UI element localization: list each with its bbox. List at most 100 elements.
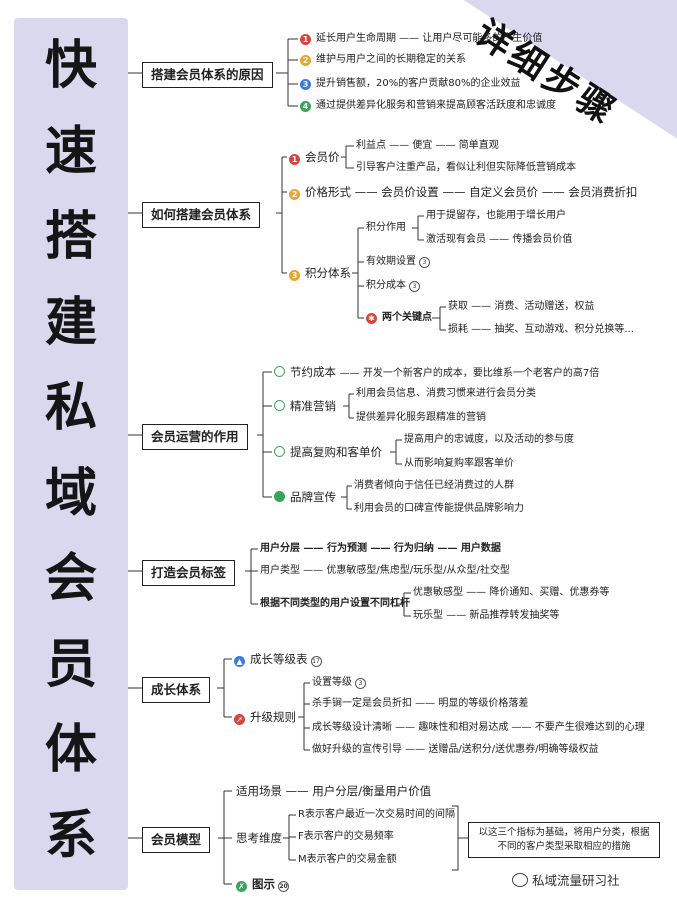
rocket-icon: ➚ bbox=[234, 714, 245, 725]
howto-value-c2: 引导客户注重产品，看似让利但实际降低营销成本 bbox=[356, 162, 576, 173]
ops-save: 节约成本 —— 开发一个新客户的成本，要比维系一个老客户的高7倍 bbox=[274, 365, 599, 381]
model-think-r: R表示客户最近一次交易时间的间隔 bbox=[298, 809, 455, 820]
model-scene: 适用场景 —— 用户分层/衡量用户价值 bbox=[236, 784, 432, 798]
note-count-icon[interactable]: 3 bbox=[355, 678, 366, 689]
side-title-char: 私 bbox=[44, 378, 97, 438]
watermark: 私域流量研习社 bbox=[512, 870, 620, 889]
pie-quarter-icon bbox=[274, 366, 285, 377]
upgrade-3: 成长等级设计清晰 —— 趣味性和相对易达成 —— 不要产生很难达到的心理 bbox=[312, 722, 645, 733]
howto-points: 3 积分体系 bbox=[289, 266, 351, 281]
ops-save-text: —— 开发一个新客户的成本，要比维系一个老客户的高7倍 bbox=[339, 368, 600, 379]
wechat-icon bbox=[512, 873, 528, 887]
section-model-title: 会员模型 bbox=[142, 827, 211, 853]
star-icon: ✱ bbox=[366, 313, 377, 324]
howto-price-label: 价格形式 bbox=[305, 185, 351, 199]
number-4-icon: 4 bbox=[300, 101, 311, 112]
note-count-icon[interactable]: 3 bbox=[419, 257, 430, 268]
ops-raise-c1: 提高用户的忠诚度，以及活动的参与度 bbox=[404, 434, 574, 445]
pie-three-quarter-icon bbox=[274, 446, 285, 457]
number-2-icon: 2 bbox=[300, 55, 311, 66]
ops-save-label: 节约成本 bbox=[290, 365, 336, 379]
level-up-icon: ▲ bbox=[234, 656, 245, 667]
number-1-icon: 1 bbox=[300, 34, 311, 45]
section-ops-title: 会员运营的作用 bbox=[142, 424, 248, 450]
points-effect-1: 用于提留存，也能用于增长用户 bbox=[426, 210, 566, 221]
side-title-char: 系 bbox=[44, 805, 97, 866]
side-title-char: 体 bbox=[44, 720, 97, 780]
points-key: ✱ 两个关键点 bbox=[366, 311, 432, 325]
points-key-text: 两个关键点 bbox=[382, 312, 432, 323]
points-cost-text: 积分成本 bbox=[366, 280, 406, 291]
ops-brand-c1: 消费者倾向于信任已经消费过的人群 bbox=[354, 480, 514, 491]
ops-precise-label: 精准营销 bbox=[290, 399, 336, 413]
howto-value: 1 会员价 bbox=[289, 150, 340, 165]
reason-item-2: 2 维护与用户之间的长期稳定的关系 bbox=[300, 53, 466, 67]
ops-precise: 精准营销 bbox=[274, 399, 336, 413]
points-effect-2: 激活现有会员 —— 传播会员价值 bbox=[426, 234, 573, 245]
ops-brand-c2: 利用会员的口碑宣传能提供品牌影响力 bbox=[354, 503, 524, 514]
ops-raise-c2: 从而影响复购率跟客单价 bbox=[404, 458, 514, 469]
note-count-icon[interactable]: 17 bbox=[310, 656, 322, 667]
reason-item-3-text: 提升销售额，20%的客户贡献80%的企业效益 bbox=[316, 78, 521, 89]
ops-raise-label: 提高复购和客单价 bbox=[290, 445, 382, 459]
model-think-f: F表示客户的交易频率 bbox=[298, 831, 394, 842]
howto-value-label: 会员价 bbox=[305, 150, 340, 164]
reason-item-4: 4 通过提供差异化服务和营销来提高顾客活跃度和忠诚度 bbox=[300, 99, 556, 113]
tags-row-2: 用户类型 —— 优惠敏感型/焦虑型/玩乐型/从众型/社交型 bbox=[260, 564, 510, 578]
reason-item-1: 1 延长用户生命周期 —— 让用户尽可能多的产生价值 bbox=[300, 32, 542, 46]
growth-level-text: 成长等级表 bbox=[250, 652, 308, 666]
reason-item-4-text: 通过提供差异化服务和营销来提高顾客活跃度和忠诚度 bbox=[316, 100, 556, 111]
ops-precise-c1: 利用会员信息、消费习惯来进行会员分类 bbox=[356, 388, 536, 399]
chart-icon: ✗ bbox=[236, 881, 247, 892]
points-effect: 积分作用 bbox=[366, 222, 406, 233]
tags-row-3: 根据不同类型的用户设置不同杠杆 bbox=[260, 598, 410, 609]
side-title-char: 速 bbox=[44, 121, 97, 182]
number-2-icon: 2 bbox=[289, 189, 300, 200]
model-callout: 以这三个指标为基础，将用户分类，根据不同的客户类型采取相应的措施 bbox=[468, 822, 660, 858]
upgrade-4: 做好升级的宣传引导 —— 送赠品/送积分/送优惠券/明确等级权益 bbox=[312, 744, 599, 755]
pie-full-icon bbox=[274, 491, 285, 502]
howto-price-text: —— 会员价设置 —— 自定义会员价 —— 会员消费折扣 bbox=[354, 185, 638, 199]
side-title-char: 快 bbox=[44, 36, 97, 96]
side-title-char: 员 bbox=[44, 634, 97, 695]
section-tags-title: 打造会员标签 bbox=[142, 560, 236, 586]
model-think-m: M表示客户的交易金额 bbox=[298, 854, 397, 865]
ops-raise: 提高复购和客单价 bbox=[274, 445, 382, 459]
reason-item-1-text: 延长用户生命周期 —— 让用户尽可能多的产生价值 bbox=[316, 33, 543, 44]
model-think: 思考维度 bbox=[236, 831, 282, 845]
points-key-1: 获取 —— 消费、活动赠送，权益 bbox=[448, 301, 595, 312]
side-title-char: 会 bbox=[44, 549, 97, 609]
note-count-icon[interactable]: 3 bbox=[409, 281, 420, 292]
ops-brand: 品牌宣传 bbox=[274, 490, 336, 504]
side-title-panel: 快速搭建私域会员体系 bbox=[14, 18, 128, 890]
upgrade-1-text: 设置等级 bbox=[312, 677, 352, 688]
section-reason-title: 搭建会员体系的原因 bbox=[142, 62, 273, 88]
number-3-icon: 3 bbox=[289, 270, 300, 281]
number-3-icon: 3 bbox=[300, 79, 311, 90]
tags-row-1: 用户分层 —— 行为预测 —— 行为归纳 —— 用户数据 bbox=[260, 543, 501, 554]
side-title-char: 建 bbox=[44, 292, 97, 353]
note-count-icon[interactable]: 20 bbox=[278, 881, 289, 892]
reason-item-2-text: 维护与用户之间的长期稳定的关系 bbox=[316, 54, 466, 65]
watermark-text: 私域流量研习社 bbox=[532, 873, 620, 888]
howto-value-c1: 利益点 —— 便宜 —— 简单直观 bbox=[356, 140, 499, 151]
pie-half-icon bbox=[274, 400, 285, 411]
tags-row-3b: 玩乐型 —— 新品推荐转发抽奖等 bbox=[413, 610, 560, 621]
section-growth-title: 成长体系 bbox=[142, 677, 211, 703]
number-1-icon: 1 bbox=[289, 154, 300, 165]
howto-points-label: 积分体系 bbox=[305, 266, 351, 280]
tags-row-3a: 优惠敏感型 —— 降价通知、买赠、优惠券等 bbox=[413, 587, 610, 598]
howto-price: 2 价格形式 —— 会员价设置 —— 自定义会员价 —— 会员消费折扣 bbox=[289, 185, 637, 200]
growth-upgrade: ➚ 升级规则 bbox=[234, 710, 296, 725]
model-chart-text: 图示 bbox=[252, 877, 275, 891]
side-title-char: 搭 bbox=[44, 207, 97, 267]
points-key-2: 损耗 —— 抽奖、互动游戏、积分兑换等... bbox=[448, 324, 634, 335]
growth-upgrade-text: 升级规则 bbox=[250, 710, 296, 724]
section-howto-title: 如何搭建会员体系 bbox=[142, 202, 261, 228]
